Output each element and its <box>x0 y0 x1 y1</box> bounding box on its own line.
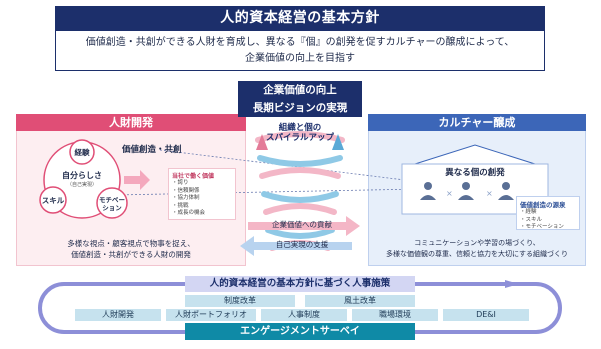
self-label: 自分らしさ （自己実現） <box>56 170 108 188</box>
value-arrow <box>124 170 150 190</box>
self-label-line-2: （自己実現） <box>66 182 97 188</box>
work-value-title: 当社で働く価値 <box>172 173 215 180</box>
value-source-box: 価値創造の源泉 ・経験 ・スキル ・モチベーション <box>516 196 580 230</box>
engagement-survey: エンゲージメントサーベイ <box>185 323 415 340</box>
system-reform-item: 制度改革 <box>185 295 295 307</box>
contribution-arrow <box>248 216 360 236</box>
spiral-label-line-2: スパイラルアップ <box>265 133 334 143</box>
left-summary-line-2: 価値創造・共創ができる人財の開発 <box>71 250 191 259</box>
policy-line-1: 価値創造・共創ができる人財を育成し、異なる『個』の創発を促すカルチャーの醸成によ… <box>85 37 515 48</box>
right-summary-line-1: コミュニケーションや学習の場づくり、 <box>414 239 540 247</box>
person-icon-3 <box>498 182 514 200</box>
experience-label: 経験 <box>74 148 90 157</box>
work-value-item: ・成長の機会 <box>172 210 206 216</box>
motivation-label: モチベー ション <box>98 196 126 212</box>
up-arrow-left <box>256 134 268 150</box>
measure-item-workplace: 職場環境 <box>352 309 438 321</box>
page-title: 人的資本経営の基本方針 <box>55 6 545 31</box>
svg-text:×: × <box>486 189 493 198</box>
skill-circle <box>39 186 67 214</box>
value-source-item: ・モチベーション <box>520 224 564 230</box>
right-summary: コミュニケーションや学習の場づくり、 多様な価値観の尊重、信頼と協力を大切にする… <box>370 238 584 260</box>
work-value-item: ・協力体制 <box>172 195 200 201</box>
measure-item-portfolio: 人財ポートフォリオ <box>166 309 256 321</box>
value-source-title: 価値創造の源泉 <box>520 201 566 209</box>
goal-enterprise-value: 企業価値の向上 <box>238 81 362 99</box>
right-panel-header: カルチャー醸成 <box>368 114 586 131</box>
measure-item-hr-development: 人財開発 <box>75 309 161 321</box>
spiral-up-label: 組織と個の スパイラルアップ <box>262 123 338 143</box>
work-value-box: 当社で働く価値 ・誇り ・信頼関係 ・協力体制 ・挑戦 ・成長の機会 <box>168 168 236 220</box>
support-label: 自己実現の支援 <box>275 240 329 249</box>
motivation-circle <box>96 187 128 219</box>
loop-arrow-head <box>505 280 519 288</box>
work-value-item: ・信頼関係 <box>172 187 200 194</box>
svg-text:×: × <box>446 189 453 198</box>
up-arrow-right <box>332 134 344 150</box>
motivation-label-line-1: モチベー <box>99 196 125 204</box>
hr-measures-banner: 人的資本経営の基本方針に基づく人事施策 <box>185 276 415 292</box>
self-label-line-1: 自分らしさ <box>62 171 102 180</box>
person-icon-2 <box>458 182 474 200</box>
right-summary-line-2: 多様な価値観の尊重、信頼と協力を大切にする組織づくり <box>385 250 569 258</box>
spiral-label-line-1: 組織と個の <box>278 123 322 133</box>
left-summary-line-1: 多様な視点・顧客視点で物事を捉え、 <box>67 239 195 248</box>
measure-item-hr-system: 人事制度 <box>261 309 347 321</box>
motivation-label-line-2: ション <box>102 204 122 212</box>
work-value-item: ・誇り <box>172 180 189 186</box>
house-roof <box>414 144 536 165</box>
measure-item-dei: DE&I <box>443 309 529 321</box>
support-arrow <box>240 236 352 256</box>
value-source-item: ・スキル <box>520 216 543 223</box>
emergence-label: 異なる個の創発 <box>445 168 505 178</box>
value-source-item: ・経験 <box>520 209 537 215</box>
goal-long-term-vision: 長期ビジョンの実現 <box>238 99 362 117</box>
left-summary: 多様な視点・顧客視点で物事を捉え、 価値創造・共創ができる人財の開発 <box>20 238 242 260</box>
work-value-item: ・挑戦 <box>172 202 189 209</box>
policy-statement: 価値創造・共創ができる人財を育成し、異なる『個』の創発を促すカルチャーの醸成によ… <box>55 31 545 71</box>
experience-circle <box>69 139 95 165</box>
skill-label: スキル <box>41 196 65 205</box>
person-icon-1 <box>420 182 436 200</box>
culture-reform-item: 風土改革 <box>305 295 415 307</box>
policy-line-2: 企業価値の向上を目指す <box>245 53 355 64</box>
contribution-label: 企業価値への貢献 <box>272 220 332 229</box>
value-creation-label: 価値創造・共創 <box>122 145 182 155</box>
left-panel-header: 人財開発 <box>16 114 246 131</box>
